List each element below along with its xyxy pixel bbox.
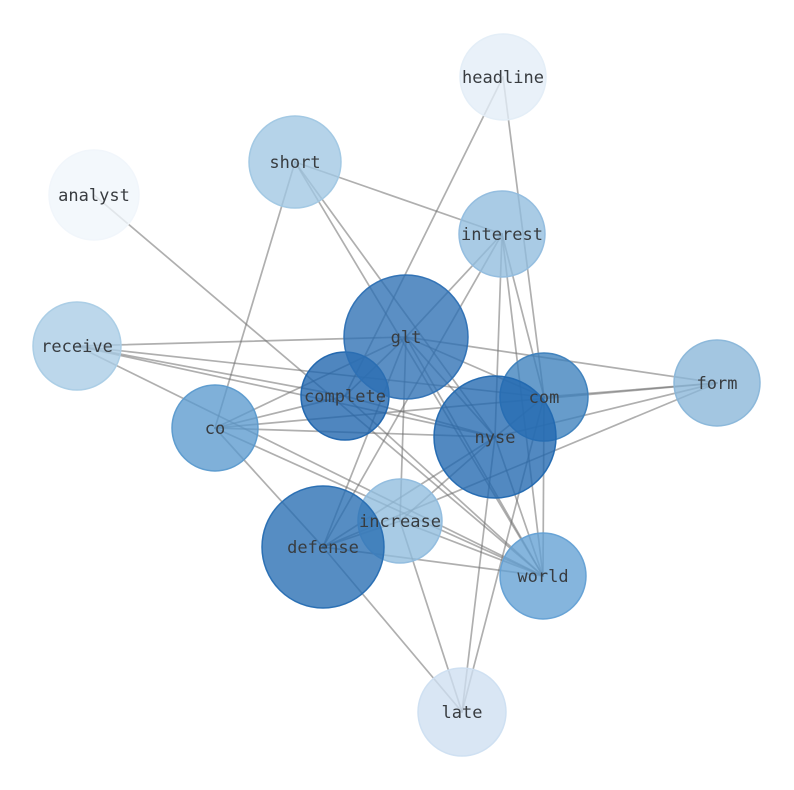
node-label-receive: receive: [41, 337, 113, 357]
node-label-late: late: [442, 703, 483, 723]
node-late: [417, 667, 507, 757]
node-headline: [459, 33, 547, 121]
edge-receive-nyse: [76, 345, 496, 438]
node-co: [171, 384, 259, 472]
node-label-interest: interest: [461, 225, 543, 245]
node-label-defense: defense: [287, 538, 359, 558]
node-short: [248, 115, 342, 209]
node-glt: [343, 274, 469, 400]
node-label-co: co: [205, 419, 225, 439]
node-label-form: form: [697, 374, 738, 394]
node-label-nyse: nyse: [475, 428, 516, 448]
node-defense: [261, 485, 385, 609]
node-nyse: [433, 375, 557, 499]
node-label-analyst: analyst: [58, 186, 130, 206]
edge-receive-world: [76, 345, 544, 577]
node-label-glt: glt: [391, 328, 422, 348]
node-label-headline: headline: [462, 68, 544, 88]
node-interest: [458, 190, 546, 278]
node-form: [673, 339, 761, 427]
node-receive: [32, 301, 122, 391]
node-label-increase: increase: [359, 512, 441, 532]
labels-layer: analyst headline late receive short interest f…: [41, 68, 737, 723]
node-world: [499, 532, 587, 620]
node-label-short: short: [269, 153, 320, 173]
node-label-com: com: [529, 388, 560, 408]
node-label-complete: complete: [304, 387, 386, 407]
node-label-world: world: [517, 567, 568, 587]
nodes-layer: [32, 33, 761, 757]
node-analyst: [48, 149, 140, 241]
